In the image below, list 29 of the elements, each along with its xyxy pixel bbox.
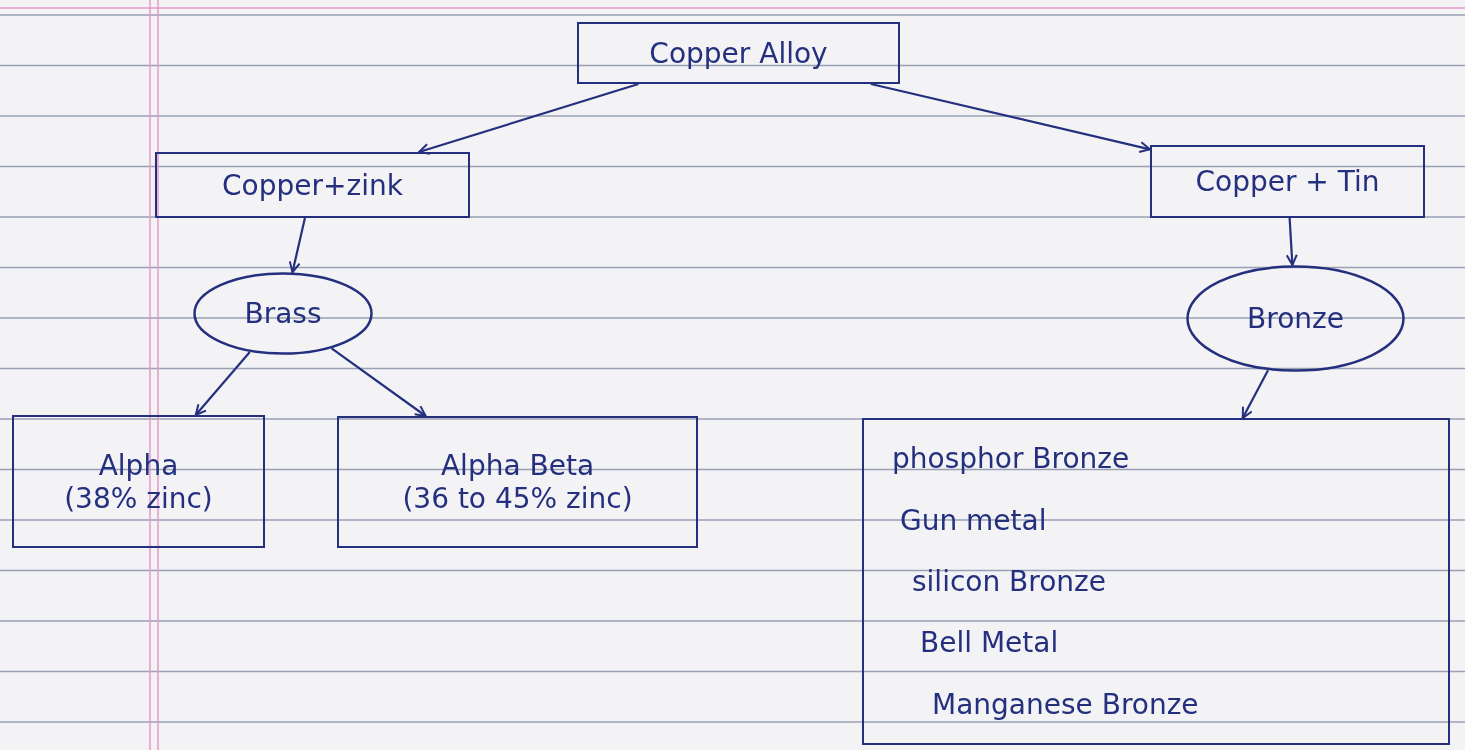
arrow (288, 217, 306, 274)
node-text: Gun metal (900, 503, 1047, 537)
node-text: Bronze (1247, 302, 1344, 335)
node-text: (36 to 45% zinc) (402, 482, 633, 515)
node-text: Brass (244, 297, 322, 330)
process-box (1150, 145, 1425, 218)
node-text: Alpha (98, 448, 179, 482)
process-box (337, 416, 698, 548)
list-box (862, 418, 1450, 745)
node-text: Manganese Bronze (932, 687, 1199, 721)
arrow (1241, 369, 1269, 419)
oval-node (193, 272, 373, 355)
node-text: Copper Alloy (649, 36, 828, 70)
arrow (194, 351, 251, 416)
node-text: phosphor Bronze (892, 442, 1130, 476)
node-text: Alpha Beta (440, 449, 595, 482)
arrow (870, 82, 1151, 153)
arrow (1285, 217, 1298, 266)
oval-node (1186, 265, 1405, 372)
node-text: Copper+zink (222, 168, 403, 202)
arrow (330, 347, 427, 417)
process-box (12, 415, 265, 548)
process-box (155, 152, 470, 218)
node-text: (38% zinc) (64, 481, 213, 515)
node-text: silicon Bronze (912, 564, 1106, 598)
arrow (418, 82, 639, 155)
process-box (577, 22, 900, 84)
node-text: Bell Metal (920, 626, 1059, 660)
node-text: Copper + Tin (1195, 165, 1380, 198)
